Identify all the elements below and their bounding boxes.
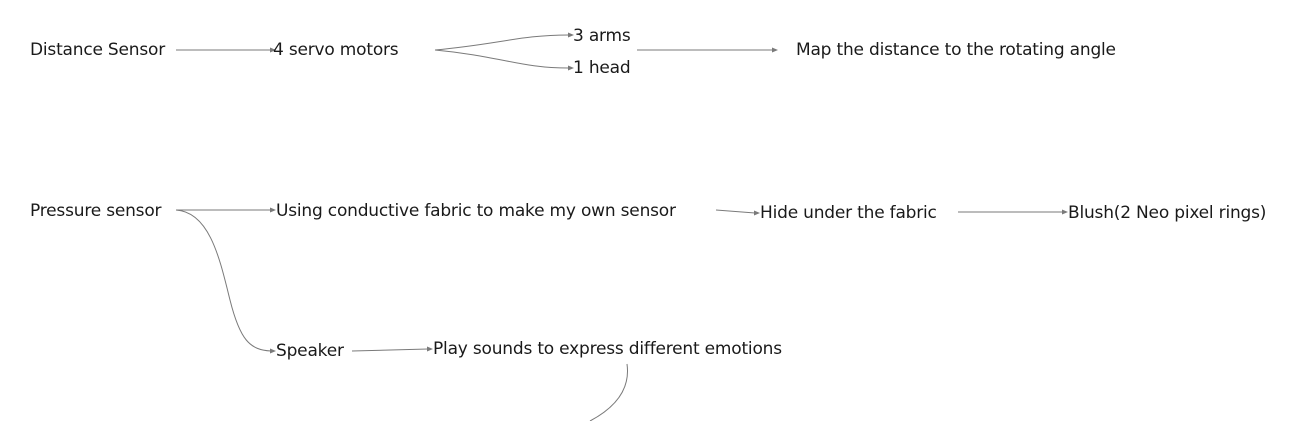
node-play-sounds: Play sounds to express different emotion… bbox=[433, 339, 782, 359]
node-pressure-sensor: Pressure sensor bbox=[30, 201, 162, 221]
node-hide-under-fabric: Hide under the fabric bbox=[760, 203, 937, 223]
arrowhead-speaker bbox=[270, 348, 276, 354]
node-head: 1 head bbox=[573, 58, 631, 78]
arrowhead-blush bbox=[1062, 209, 1068, 215]
arrowhead-hide bbox=[754, 210, 760, 216]
node-map-distance: Map the distance to the rotating angle bbox=[796, 40, 1116, 60]
edge-speaker-to-play bbox=[351, 348, 429, 352]
arrowhead-servo bbox=[270, 47, 276, 53]
edge-pressure-to-speaker bbox=[175, 209, 272, 352]
arrowhead-head bbox=[568, 65, 574, 71]
node-conductive-fabric: Using conductive fabric to make my own s… bbox=[276, 201, 676, 221]
node-blush: Blush(2 Neo pixel rings) bbox=[1068, 203, 1267, 223]
node-speaker: Speaker bbox=[276, 341, 344, 361]
node-arms: 3 arms bbox=[573, 26, 631, 46]
arrowhead-play bbox=[427, 346, 433, 352]
arrowhead-map bbox=[772, 47, 778, 53]
node-servo-motors: 4 servo motors bbox=[273, 40, 399, 60]
edge-servo-to-arms bbox=[434, 34, 570, 51]
edge-play-dangling bbox=[589, 363, 629, 421]
edge-fabric-to-hide bbox=[715, 209, 756, 214]
arrowhead-fabric bbox=[270, 207, 276, 213]
node-distance-sensor: Distance Sensor bbox=[30, 40, 166, 60]
edge-servo-to-head bbox=[434, 49, 570, 69]
arrowhead-arms bbox=[568, 32, 574, 38]
